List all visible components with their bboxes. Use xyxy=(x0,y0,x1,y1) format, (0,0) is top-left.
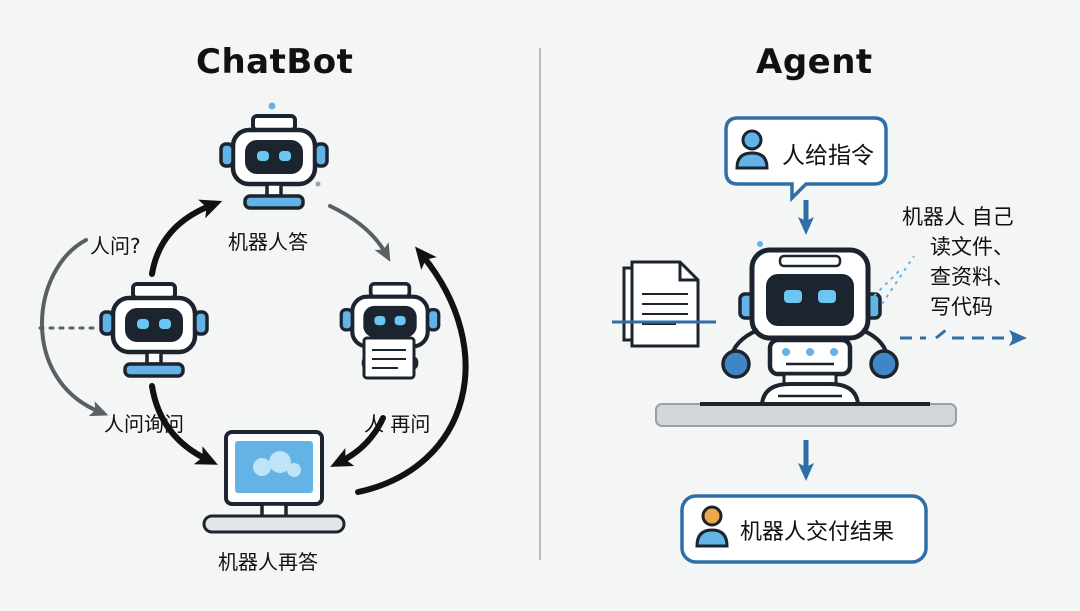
agent-actions-text: 机器人 自己 读文件、 查资料、 写代码 xyxy=(902,202,1014,322)
instruction-text: 人给指令 xyxy=(782,136,874,170)
robot-icon xyxy=(101,284,207,376)
robot-icon xyxy=(221,116,327,208)
agent-title: Agent xyxy=(756,42,873,82)
result-text: 机器人交付结果 xyxy=(740,514,894,546)
action-line: 机器人 自己 xyxy=(902,202,1014,232)
action-line: 写代码 xyxy=(902,292,1014,322)
action-line: 查资料、 xyxy=(902,262,1014,292)
robot-icon xyxy=(723,241,897,404)
arrow-icon xyxy=(900,330,1018,338)
label-robot-answers-again: 机器人再答 xyxy=(218,546,318,575)
arrow-icon xyxy=(42,240,100,412)
label-human-inquires: 人问询问 xyxy=(104,408,184,437)
action-line: 读文件、 xyxy=(902,232,1014,262)
robot-icon xyxy=(341,284,439,378)
chatbot-title: ChatBot xyxy=(196,42,353,82)
monitor-icon xyxy=(204,432,344,532)
label-robot-answers: 机器人答 xyxy=(228,226,308,255)
arrow-icon xyxy=(152,205,212,274)
label-human-asks-again: 人 再问 xyxy=(364,408,430,437)
platform xyxy=(656,404,956,426)
document-icon xyxy=(624,262,698,346)
label-human-asks: 人问? xyxy=(90,230,141,259)
arrow-icon xyxy=(330,206,386,254)
